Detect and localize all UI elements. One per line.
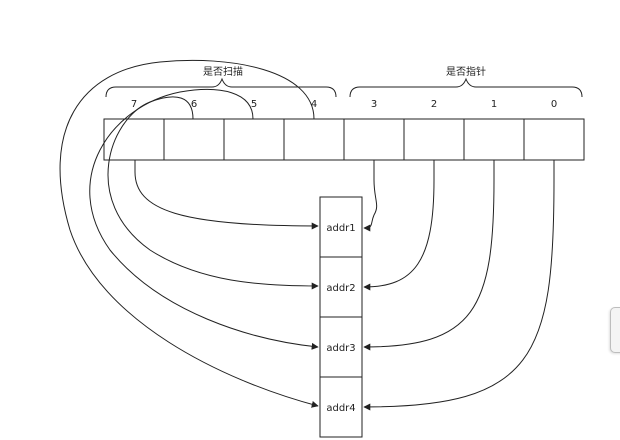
- bit-cell-3: [343, 118, 405, 161]
- addr-cell-addr4: [319, 376, 363, 438]
- side-panel-tab[interactable]: [610, 307, 620, 353]
- addr-column: addr1 addr2 addr3 addr4: [319, 196, 363, 438]
- pointer-arrows: [59, 59, 555, 411]
- scan-group-brace: [105, 77, 337, 98]
- bit-cell-1: [463, 118, 525, 161]
- addr-label: addr2: [326, 283, 355, 294]
- arrow-bit-0-to-addr4: [363, 160, 555, 411]
- scan-group-label: 是否扫描: [203, 65, 243, 78]
- bit-label-2: 2: [431, 99, 437, 110]
- bit-label-1: 1: [491, 99, 497, 110]
- bit-cell-5: [223, 118, 285, 161]
- addr-cell-addr2: [319, 256, 363, 318]
- bit-cell-2: [403, 118, 465, 161]
- arrow-bit-7-to-addr1: [134, 160, 319, 230]
- arrow-bit-4-to-addr4: [59, 59, 319, 408]
- bit-label-4: 4: [311, 99, 317, 110]
- arrow-bit-2-to-addr2: [363, 160, 435, 291]
- pointer-group-label: 是否指针: [446, 65, 486, 78]
- arrow-bit-5-to-addr3: [89, 89, 319, 350]
- arrow-bit-3-to-addr1: [363, 160, 378, 232]
- bit-label-6: 6: [191, 99, 197, 110]
- addr-cell-addr1: [319, 196, 363, 258]
- bit-label-0: 0: [551, 99, 557, 110]
- bit-labels: 7 6 5 4 3 2 1 0: [131, 99, 557, 110]
- addr-label: addr1: [326, 223, 355, 234]
- addr-label: addr3: [326, 343, 355, 354]
- arrow-bit-6-to-addr2: [107, 96, 319, 290]
- bit-label-5: 5: [251, 99, 257, 110]
- bit-label-3: 3: [371, 99, 377, 110]
- bit-cell-6: [163, 118, 225, 161]
- bit-cell-4: [283, 118, 345, 161]
- bit-row: [103, 118, 585, 161]
- bit-cell-7: [103, 118, 165, 161]
- addr-label: addr4: [326, 403, 355, 414]
- pointer-group-brace: [349, 77, 583, 98]
- arrow-bit-1-to-addr3: [363, 160, 495, 351]
- bit-cell-0: [523, 118, 585, 161]
- bit-label-7: 7: [131, 99, 137, 110]
